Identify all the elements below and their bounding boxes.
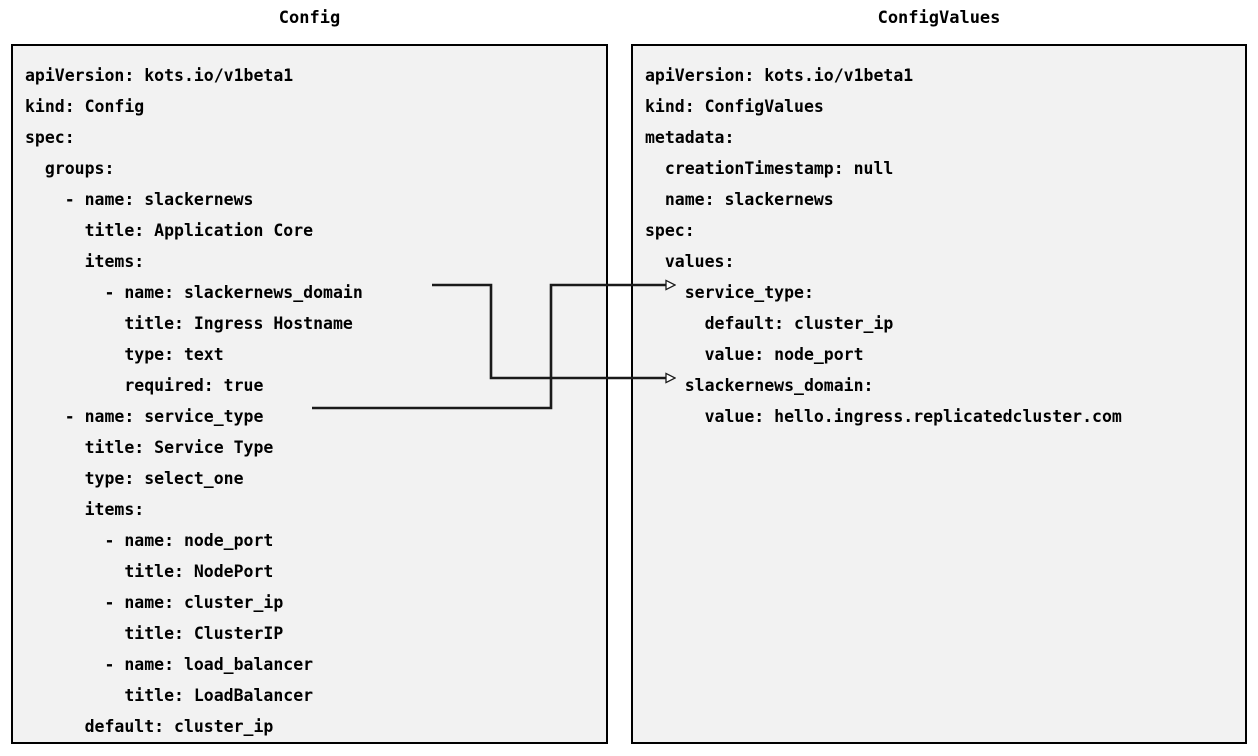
config-line: spec: (25, 128, 75, 147)
config-line: - name: service_type (25, 407, 264, 426)
config-line: - name: cluster_ip (25, 593, 284, 612)
configvalues-line: metadata: (645, 128, 735, 147)
configvalues-line: kind: ConfigValues (645, 97, 824, 116)
config-line: - name: load_balancer (25, 655, 314, 674)
configvalues-panel: apiVersion: kots.io/v1beta1 kind: ConfigV… (631, 44, 1247, 744)
config-line: title: Application Core (25, 221, 314, 240)
config-line: groups: (25, 159, 115, 178)
configvalues-line: name: slackernews (645, 190, 834, 209)
config-line: items: (25, 500, 145, 519)
configvalues-line: slackernews_domain: (645, 376, 874, 395)
configvalues-line: values: (645, 252, 735, 271)
config-panel: apiVersion: kots.io/v1beta1 kind: Config s… (11, 44, 608, 744)
configvalues-line: value: hello.ingress.replicatedcluster.c… (645, 407, 1122, 426)
configvalues-line: apiVersion: kots.io/v1beta1 (645, 66, 914, 85)
config-line: default: cluster_ip (25, 717, 274, 736)
config-line: - name: slackernews (25, 190, 254, 209)
config-line: - name: slackernews_domain (25, 283, 363, 302)
configvalues-line: creationTimestamp: null (645, 159, 894, 178)
configvalues-line: default: cluster_ip (645, 314, 894, 333)
config-line: type: select_one (25, 469, 244, 488)
config-line: title: Ingress Hostname (25, 314, 353, 333)
config-line: required: true (25, 376, 264, 395)
config-line: title: NodePort (25, 562, 274, 581)
config-line: items: (25, 252, 145, 271)
config-line: apiVersion: kots.io/v1beta1 (25, 66, 294, 85)
config-line: type: text (25, 345, 224, 364)
config-line: - name: node_port (25, 531, 274, 550)
configvalues-line: spec: (645, 221, 695, 240)
config-line: title: LoadBalancer (25, 686, 314, 705)
config-line: title: Service Type (25, 438, 274, 457)
config-line: title: ClusterIP (25, 624, 284, 643)
configvalues-code-block: apiVersion: kots.io/v1beta1 kind: ConfigV… (645, 60, 1241, 432)
left-panel-title: Config (278, 8, 341, 28)
config-line: kind: Config (25, 97, 145, 116)
right-panel-title: ConfigValues (877, 8, 1001, 28)
config-code-block: apiVersion: kots.io/v1beta1 kind: Config s… (25, 60, 602, 742)
configvalues-line: service_type: (645, 283, 814, 302)
configvalues-line: value: node_port (645, 345, 864, 364)
